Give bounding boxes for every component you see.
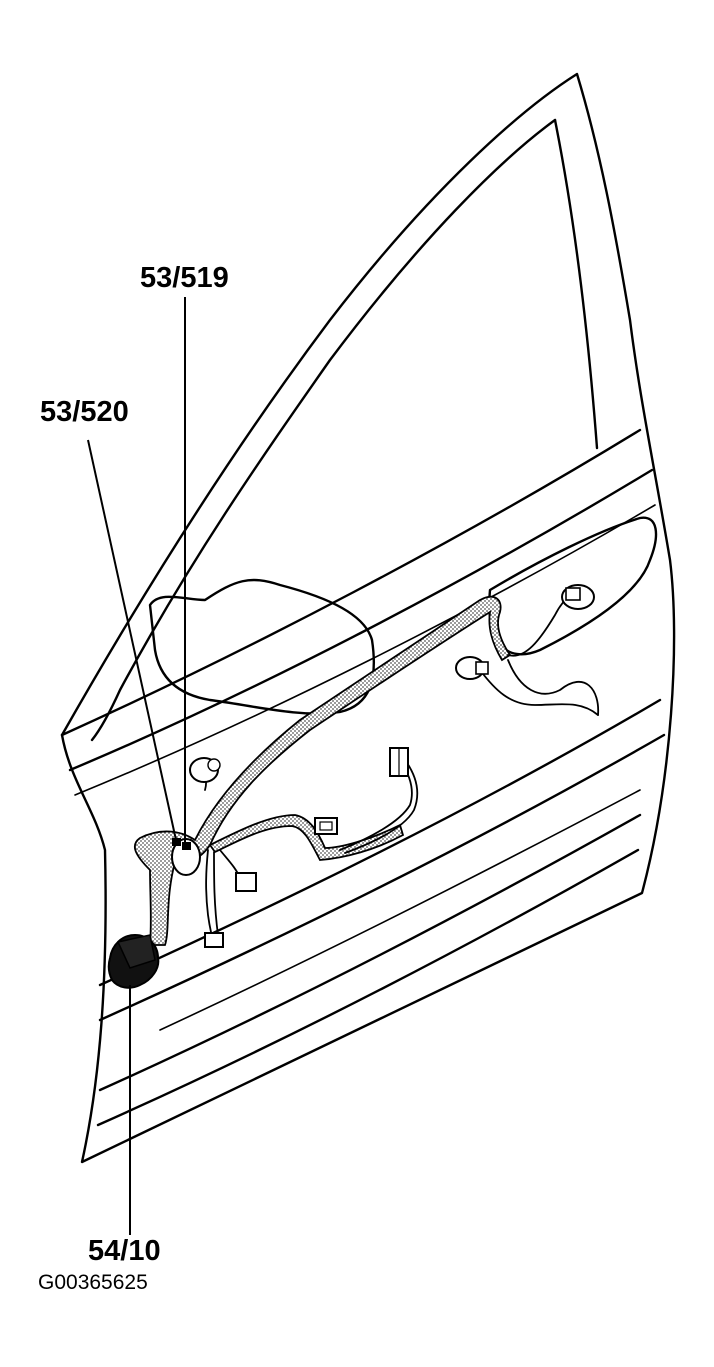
belt-line-inner — [68, 468, 654, 772]
callout-label-1: 53/519 — [140, 262, 229, 294]
connector-vertical — [389, 747, 409, 777]
connector-small-bottom — [204, 932, 224, 948]
figure-id: G00365625 — [38, 1271, 148, 1294]
body-line-5 — [159, 789, 641, 1031]
wire-right-upper — [507, 594, 571, 657]
window-frame — [90, 118, 557, 742]
window-frame-rear — [553, 118, 599, 450]
connector-upper-left — [189, 757, 221, 783]
body-line-1 — [98, 698, 662, 987]
wire-center-2 — [344, 759, 419, 854]
body-line-4 — [96, 848, 640, 1127]
harness-lower — [208, 814, 405, 861]
connector-center — [314, 817, 338, 835]
connector-rear-mid — [455, 656, 489, 680]
belt-line — [60, 428, 642, 737]
door-pull-recess — [488, 516, 658, 656]
leader-53-520 — [87, 439, 177, 841]
door-outline — [60, 72, 676, 1164]
wire-right-lower — [507, 659, 599, 716]
body-line-3 — [98, 813, 642, 1092]
wire-down-1 — [205, 849, 213, 939]
callout-label-3: 54/10 — [88, 1235, 161, 1267]
wire-right-lower2 — [479, 669, 599, 716]
mirror-sail — [148, 578, 376, 715]
body-line-2 — [98, 733, 666, 1022]
connector-rear-top — [561, 584, 595, 610]
callout-label-2: 53/520 — [40, 396, 129, 428]
main-connector-plug — [116, 934, 156, 969]
wire-down-2 — [213, 851, 219, 936]
connector-small-right — [235, 872, 257, 892]
